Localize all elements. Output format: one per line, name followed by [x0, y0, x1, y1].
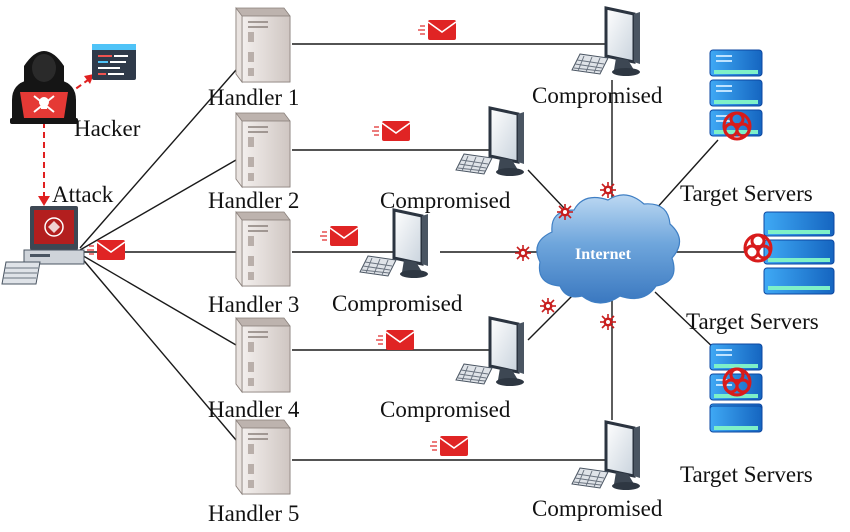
handler-server-5 — [235, 419, 291, 495]
compromised-label-1: Compromised — [532, 83, 663, 108]
compromised-computer-5 — [570, 420, 642, 492]
virus-icon — [599, 313, 617, 331]
target-label-2: Target Servers — [686, 309, 819, 334]
envelope-icon — [319, 225, 359, 247]
link-compromised-4-internet — [527, 289, 579, 341]
link-attacker-handler-4 — [79, 253, 237, 346]
envelope-icon — [429, 435, 469, 457]
envelope-icon — [371, 120, 411, 142]
link-attacker-handler-2 — [79, 159, 237, 251]
compromised-computer-4 — [454, 316, 526, 388]
link-attacker-handler-5 — [79, 255, 237, 441]
handler-label-2: Handler 2 — [208, 188, 300, 213]
handler-server-1 — [235, 7, 291, 83]
target-label-1: Target Servers — [680, 181, 813, 206]
target-server-rack-2 — [743, 211, 835, 295]
handler-server-4 — [235, 317, 291, 393]
target-label-3: Target Servers — [680, 462, 813, 487]
envelope-icon — [375, 329, 415, 351]
code-window-icon — [92, 44, 136, 80]
compromised-label-5: Compromised — [532, 496, 663, 521]
target-server-rack-1 — [709, 49, 763, 141]
link-internet-target-1 — [654, 139, 719, 211]
arrowhead-down-icon — [38, 196, 50, 206]
handler-server-2 — [235, 112, 291, 188]
internet-label: Internet — [575, 246, 631, 263]
biohazard-icon — [743, 233, 773, 263]
virus-icon — [599, 181, 617, 199]
compromised-label-4: Compromised — [380, 397, 511, 422]
virus-icon — [539, 297, 557, 315]
handler-label-1: Handler 1 — [208, 85, 300, 110]
handler-label-5: Handler 5 — [208, 501, 300, 526]
hacker-label: Hacker — [74, 116, 141, 141]
compromised-label-3: Compromised — [332, 291, 463, 316]
virus-icon — [556, 203, 574, 221]
link-attacker-handler-1 — [79, 69, 237, 249]
target-server-rack-3 — [709, 343, 763, 433]
compromised-label-2: Compromised — [380, 188, 511, 213]
arrowhead-console-icon — [84, 74, 94, 84]
attack-label: Attack — [52, 182, 114, 207]
link-internet-target-3 — [654, 291, 719, 353]
connection-lines — [79, 43, 745, 461]
internet-cloud — [536, 194, 681, 304]
virus-icon — [514, 244, 532, 262]
handler-server-3 — [235, 211, 291, 287]
handler-label-4: Handler 4 — [208, 397, 300, 422]
hacker-icon — [10, 51, 78, 124]
compromised-computer-1 — [570, 6, 642, 78]
handler-label-3: Handler 3 — [208, 292, 300, 317]
envelope-icon — [417, 19, 457, 41]
compromised-computer-2 — [454, 106, 526, 178]
attacker-computer-icon — [1, 206, 85, 285]
compromised-computer-3 — [358, 208, 430, 280]
